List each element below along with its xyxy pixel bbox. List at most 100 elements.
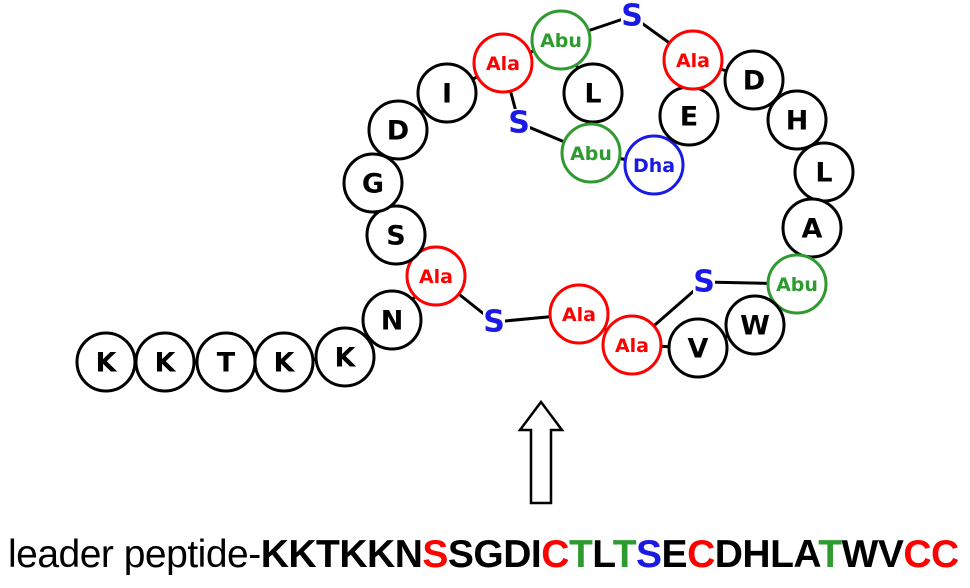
residue-label: K [335, 343, 357, 374]
residue-node: S [365, 204, 427, 266]
residue-node: Ala [472, 32, 534, 94]
sulfur-backdrop [621, 2, 643, 30]
sequence-residue-letter: L [770, 533, 794, 576]
residue-node: T [195, 331, 257, 393]
residue-label: Ala [562, 304, 596, 326]
residue-label: V [688, 334, 709, 365]
residue-node: D [723, 49, 785, 111]
sulfur-backdrop [483, 308, 505, 336]
sequence-residue-letter: H [742, 533, 771, 576]
residue-node: Dha [623, 134, 685, 196]
residue-node: L [793, 141, 855, 203]
residue-node: Ala [601, 314, 663, 376]
residue-circle [530, 9, 592, 71]
residue-node: Ala [548, 283, 610, 345]
residue-circle [134, 331, 196, 393]
residue-label: Ala [615, 335, 649, 357]
residue-label: W [740, 311, 770, 342]
residue-label: H [786, 106, 809, 137]
residue-circle [560, 122, 622, 184]
residue-circle [416, 62, 478, 124]
sequence-residue-letter: L [592, 533, 613, 576]
residue-circle [601, 314, 663, 376]
sequence-residue-letter: T [818, 533, 842, 576]
sequence-residue-letter: D [714, 533, 743, 576]
residue-label: Ala [486, 53, 520, 75]
residue-label: K [96, 348, 118, 379]
sulfur-backdrop [693, 268, 715, 296]
residue-circle [623, 134, 685, 196]
sequence-residue-letter: C [541, 533, 569, 576]
sequence-residue-letter: I [530, 533, 542, 576]
sequence-residue-letter: D [503, 533, 531, 576]
sequence-residue-letter: K [367, 533, 395, 576]
sulfur-backdrop [508, 109, 530, 137]
residue-node: E [658, 85, 720, 147]
residue-circle [314, 326, 376, 388]
residue-label: D [387, 116, 409, 147]
residue-node: Ala [405, 245, 467, 307]
residue-node: D [367, 99, 429, 161]
sequence-residue-letter: G [473, 533, 504, 576]
residue-circle [367, 99, 429, 161]
residue-label: I [442, 79, 452, 110]
residue-label: D [743, 66, 765, 97]
residue-node: K [253, 331, 315, 393]
residue-circle [766, 89, 828, 151]
residue-label: Abu [776, 274, 818, 296]
sequence-residue-letter: K [260, 533, 289, 576]
sequence-residue-letter: T [612, 533, 637, 576]
sequence-residue-letter: C [687, 533, 715, 576]
residue-node: G [342, 152, 404, 214]
residue-node: Abu [560, 122, 622, 184]
residue-circle [662, 29, 724, 91]
residue-circle [723, 49, 785, 111]
residue-circle [361, 289, 423, 351]
sequence-prefix: leader peptide- [8, 533, 261, 576]
sulfur-layer: S S S S [483, 0, 715, 340]
residue-node: Abu [530, 9, 592, 71]
sequence-residues: KKTKKNSSGDICTLTSECDHLATWVCC [261, 533, 959, 576]
sulfur-atom-label: S [621, 0, 643, 34]
sequence-residue-letter: S [447, 533, 474, 576]
sequence-residue-letter: S [636, 533, 662, 576]
sequence-residue-letter: S [422, 533, 448, 576]
residue-node: Ala [662, 29, 724, 91]
sequence-residue-letter: W [841, 533, 879, 576]
residue-label: Ala [676, 50, 710, 72]
residue-label: G [362, 169, 384, 200]
residue-node: I [416, 62, 478, 124]
residue-circle [405, 245, 467, 307]
residue-label: L [815, 158, 832, 189]
residue-label: T [217, 348, 236, 379]
residue-circle [667, 317, 729, 379]
residue-circle [766, 253, 828, 315]
residue-node: A [781, 197, 843, 259]
residue-circle [365, 204, 427, 266]
sequence-residue-letter: A [793, 533, 819, 576]
sulfur-atom-label: S [483, 305, 505, 340]
residue-node: W [724, 294, 786, 356]
residue-node: K [75, 331, 137, 393]
residue-label: E [680, 102, 698, 133]
residue-circle [724, 294, 786, 356]
sequence-residue-letter: N [394, 533, 423, 576]
residue-circle [253, 331, 315, 393]
sequence-residue-letter: T [316, 533, 340, 576]
sequence-residue-letter: C [903, 533, 932, 576]
residue-label: K [155, 348, 177, 379]
sequence-residue-letter: T [568, 533, 593, 576]
residue-label: N [381, 306, 404, 337]
sulfur-atom-label: S [508, 106, 530, 141]
residue-node: L [562, 62, 624, 124]
residue-circle [472, 32, 534, 94]
residue-node: H [766, 89, 828, 151]
residue-label: L [584, 79, 601, 110]
sequence-residue-letter: E [661, 533, 688, 576]
sequence-residue-letter: V [877, 533, 904, 576]
residue-label: Abu [540, 30, 582, 52]
sulfur-atom-label: S [693, 265, 715, 300]
residue-label: K [274, 348, 296, 379]
residue-label: S [386, 221, 405, 252]
